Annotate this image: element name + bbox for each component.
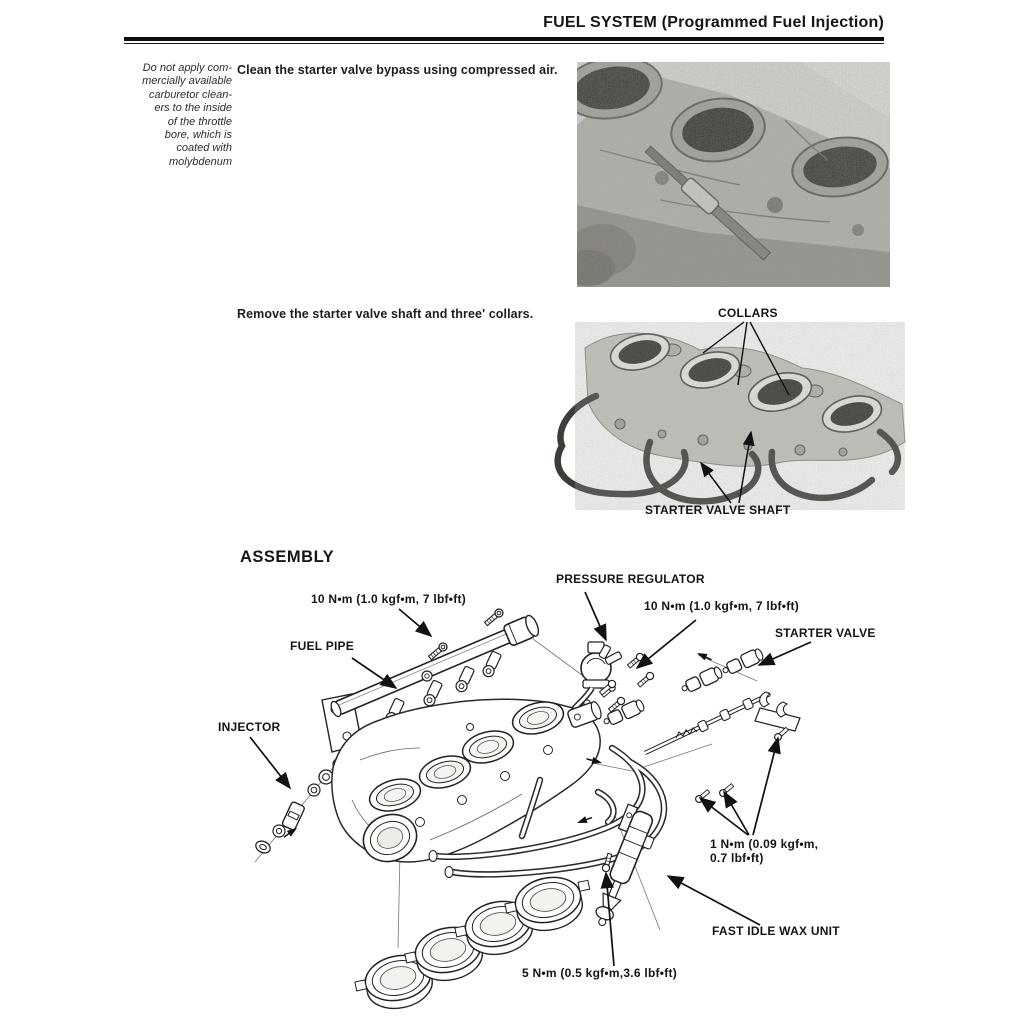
starter-valve-shaft-art	[644, 691, 801, 804]
torque-1nm-label: 1 N•m (0.09 kgf•m, 0.7 lbf•ft)	[710, 837, 819, 865]
injector-label: INJECTOR	[218, 720, 281, 734]
starter-valve-shaft-label: STARTER VALVE SHAFT	[645, 503, 791, 517]
step-clean-bypass: Clean the starter valve bypass using com…	[237, 63, 558, 77]
header-rule-thin	[124, 43, 884, 45]
throttle-body-hoses-art	[428, 744, 668, 879]
shaft-leader-lines	[700, 430, 755, 504]
header-rule-thick	[124, 37, 884, 41]
torque-5nm-label: 5 N•m (0.5 kgf•m,3.6 lbf•ft)	[522, 966, 677, 980]
insulators-art	[354, 876, 591, 1010]
fuel-pipe-art	[330, 614, 540, 718]
direction-arrows	[283, 653, 712, 838]
fast-idle-wax-unit-art	[595, 803, 655, 927]
photo-starter-valve-shaft	[554, 321, 906, 510]
fast-idle-wax-unit-label: FAST IDLE WAX UNIT	[712, 924, 840, 938]
step-remove-shaft: Remove the starter valve shaft and three…	[237, 307, 534, 321]
fuel-pipe-label: FUEL PIPE	[290, 639, 355, 653]
margin-note: Do not apply com- mercially available ca…	[142, 62, 232, 168]
collars-label: COLLARS	[718, 306, 778, 320]
starter-valve-label: STARTER VALVE	[775, 626, 876, 640]
fuel-pipe-bolts-art	[427, 608, 504, 661]
throttle-body-art	[331, 679, 617, 863]
torque-10nm-right-label: 10 N•m (1.0 kgf•m, 7 lbf•ft)	[644, 599, 799, 613]
page-title: FUEL SYSTEM (Programmed Fuel Injection)	[543, 14, 884, 31]
injector-art	[255, 758, 344, 854]
collars-leader-lines	[702, 321, 790, 396]
assembly-heading: ASSEMBLY	[240, 548, 335, 566]
pressure-regulator-label: PRESSURE REGULATOR	[556, 572, 705, 586]
label-leader-arrows	[249, 591, 812, 967]
torque-10nm-left-label: 10 N•m (1.0 kgf•m, 7 lbf•ft)	[311, 592, 466, 606]
photo-throttle-body-cleaning	[577, 62, 890, 287]
